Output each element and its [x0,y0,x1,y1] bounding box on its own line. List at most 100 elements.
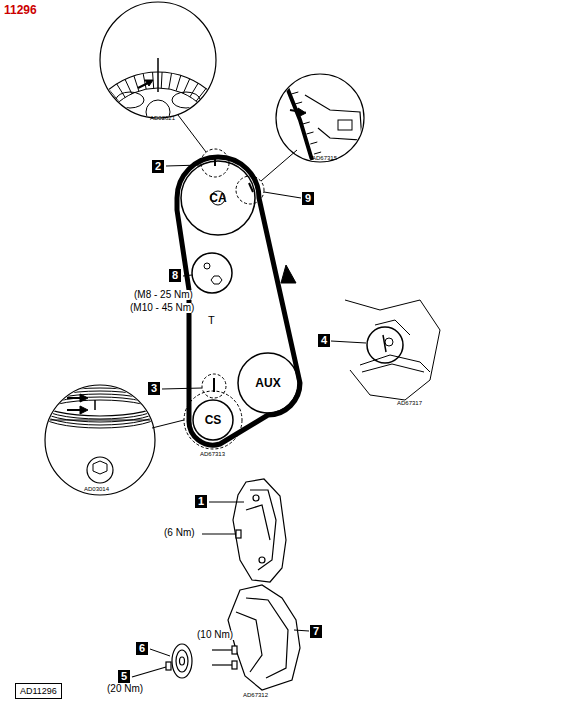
tensioner [211,276,222,284]
node-label: CA [209,191,226,205]
detail-circle [80,394,88,402]
auxiliary-pulley [238,353,298,413]
upper-timing-cover [246,505,270,540]
leader-line [166,165,201,166]
camshaft-sprocket [249,183,253,192]
detail-circle [96,88,220,212]
leader-line [261,150,297,181]
upper-timing-cover [259,557,265,563]
leader-line [162,388,202,389]
leader-line [150,649,170,656]
crankshaft-pulley [172,644,192,678]
lower-timing-cover [246,598,288,678]
callout-number: 6 [136,642,148,655]
torque-value: (M8 - 25 Nm) [133,290,194,300]
callout-number: 2 [152,160,164,173]
detail-circle [338,120,352,130]
detail-circle [284,80,312,160]
detail-marker [236,176,264,204]
camshaft-sprocket [214,155,216,166]
leader-line [331,341,366,343]
tensioner [192,253,232,293]
detail-circle [102,96,114,107]
detail-circle [94,400,96,410]
bolt [212,646,237,669]
node-label: AUX [255,376,280,390]
detail-circle [100,2,216,118]
detail-circle [80,406,88,414]
crankshaft-pulley [180,657,185,665]
detail-circle [202,95,213,106]
pulley-bolt [132,667,166,677]
callout-number: 9 [302,192,314,205]
detail-circle [80,58,236,228]
tensioner [204,263,210,269]
node-label: AD11296 [20,686,57,696]
pulley-node: CA [181,161,255,235]
detail-circle [161,72,163,88]
leader-line [209,502,244,503]
bolt [202,530,241,538]
drawing-ref: AD67315 [312,155,337,161]
timing-belt [177,157,300,445]
lower-timing-cover [236,612,262,672]
drawing-ref: AD02621 [150,115,175,121]
detail-marker [202,374,226,398]
auxiliary-pulley [238,353,298,413]
figure-number: 11296 [4,3,37,17]
drawing-ref: AD67313 [200,451,225,457]
detail-circle [298,108,306,117]
engine-sketch [362,364,424,372]
detail-circle [211,110,225,118]
detail-circle [40,397,160,425]
upper-timing-cover [250,490,276,570]
rotation-arrow [281,265,296,283]
node-label: CS [205,413,222,427]
callout-number: 4 [318,334,330,347]
bolt [232,646,237,654]
leader-line [150,165,309,656]
bolt [212,664,232,665]
engine-sketch [367,327,403,363]
torque-value: (10 Nm) [196,630,234,640]
detail-circle [196,89,206,102]
pulley-bolt [132,662,171,677]
detail-circle [116,92,144,108]
detail-circle [157,58,159,92]
bolt [236,530,241,538]
detail-circle [172,92,200,108]
detail-circle [303,122,310,124]
detail-circle [288,82,322,154]
crankshaft-sprocket [193,400,233,440]
pulley-node: CS [193,400,233,440]
torque-value: (M10 - 45 Nm) [129,303,195,313]
detail-circle [40,388,160,416]
detail-circle [307,132,314,134]
detail-circle [305,95,362,140]
detail-circle [80,2,236,228]
pulley-node: AUX [238,353,298,413]
rotation-arrow [281,265,296,283]
detail-circle [183,79,190,94]
callout-number: 3 [148,382,160,395]
callout-number: 8 [169,269,181,282]
detail-circle [45,385,155,495]
upper-timing-cover [253,495,259,501]
callout-number: 5 [118,670,130,683]
drawing-ref: AD67317 [397,400,422,406]
crankshaft-pulley [176,650,188,672]
detail-circle [40,400,160,428]
reference-box: AD11296 [15,683,62,699]
crankshaft-sprocket [184,391,242,449]
bolt [232,661,237,669]
detail-circle [176,75,181,90]
engine-sketch [345,300,440,400]
detail-marker [201,149,264,398]
callout-number: 7 [310,625,322,638]
detail-circle [145,80,153,86]
leader-line [152,420,184,428]
engine-sketch [360,355,430,372]
leader-line [264,192,301,198]
